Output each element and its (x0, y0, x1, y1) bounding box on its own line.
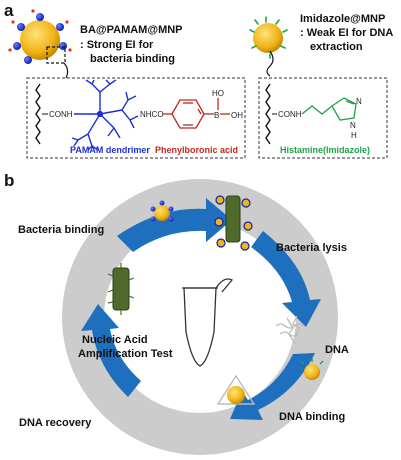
conh-left: CONH (49, 110, 73, 119)
dna-bound-bead-icon (300, 358, 324, 380)
boron-atom: B (214, 111, 219, 120)
ring-nh: N (350, 121, 356, 130)
imidazole-mnp-bead (249, 16, 288, 77)
nhco: NHCO (140, 110, 164, 119)
im-desc-line2: extraction (310, 41, 363, 53)
ring-h: H (351, 131, 357, 140)
step-naat-line1: Nucleic Acid (82, 334, 148, 346)
ba-desc-line1: : Strong EI for (80, 39, 154, 51)
step-bacteria-lysis: Bacteria lysis (276, 242, 347, 254)
bacterium-icon (107, 263, 135, 315)
step-bacteria-binding: Bacteria binding (18, 224, 104, 236)
histamine-caption: Histamine(Imidazole) (280, 145, 370, 155)
microcentrifuge-tube-icon (182, 278, 234, 367)
step-dna-binding: DNA binding (279, 411, 345, 423)
pamam-caption: PAMAM dendrimer (70, 145, 150, 155)
cycle-ring (62, 179, 338, 455)
histamine-structure-box (258, 77, 388, 159)
histamine-structure (301, 97, 357, 121)
oh-top: HO (212, 89, 224, 98)
im-title: Imidazole@MNP (300, 13, 385, 25)
linker-zigzag-right (265, 83, 271, 145)
oh-right: OH (231, 111, 243, 120)
phenylboronic-acid (163, 98, 230, 129)
panel-b-label: b (4, 171, 14, 190)
conh-right: CONH (278, 110, 302, 119)
panel-a-label: a (4, 1, 14, 20)
im-desc-line1: : Weak EI for DNA (300, 27, 393, 39)
step-naat-line2: Amplification Test (78, 348, 173, 360)
ring-n-top: N (356, 97, 362, 106)
pba-caption: Phenylboronic acid (155, 145, 238, 155)
ba-pamam-mnp-bead (8, 9, 72, 79)
linker-zigzag-left (35, 83, 41, 145)
dna-recovery-bead-icon (216, 374, 256, 405)
captured-bacterium-icon (214, 195, 253, 251)
pamam-dendrimer (71, 79, 139, 151)
ba-desc-line2: bacteria binding (90, 53, 175, 65)
dna-strands-icon (275, 315, 304, 345)
ba-structure-box (26, 77, 246, 159)
ba-title: BA@PAMAM@MNP (80, 24, 183, 36)
step-dna: DNA (325, 344, 349, 356)
cycle-arrows (81, 198, 321, 420)
small-ba-bead-icon (150, 200, 174, 222)
step-dna-recovery: DNA recovery (19, 417, 92, 429)
